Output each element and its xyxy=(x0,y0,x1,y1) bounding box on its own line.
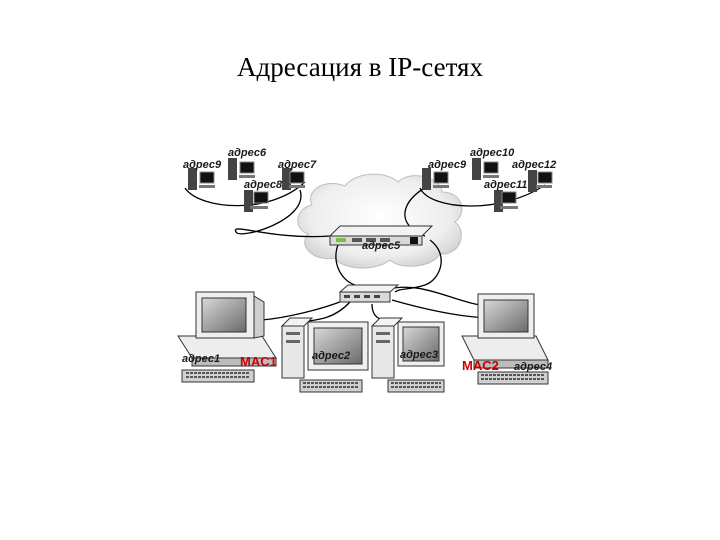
label-address-9-left: адрес9 xyxy=(183,159,222,171)
desktop-computer-icon xyxy=(461,293,549,385)
label-router-address: адрес5 xyxy=(362,240,401,252)
label-pc4-address: адрес4 xyxy=(514,361,552,373)
tower-computer-icon xyxy=(280,317,369,393)
label-address-6: адрес6 xyxy=(228,147,267,159)
workstation-icon xyxy=(494,190,518,212)
label-mac-2: MAC2 xyxy=(462,358,499,373)
label-address-10: адрес10 xyxy=(470,147,515,159)
label-pc2-address: адрес2 xyxy=(312,350,350,362)
label-address-9-right: адрес9 xyxy=(428,159,467,171)
label-pc3-address: адрес3 xyxy=(400,349,438,361)
cloud-shape xyxy=(297,173,463,269)
page-title: Адресация в IP-сетях xyxy=(237,52,483,82)
workstation-icon xyxy=(244,190,269,212)
label-address-11: адрес11 xyxy=(484,179,527,191)
label-address-7: адрес7 xyxy=(278,159,317,171)
router-icon xyxy=(328,225,434,246)
workstation-icon xyxy=(472,158,499,180)
workstation-icon xyxy=(228,158,255,180)
workstation-icon xyxy=(422,168,449,190)
label-mac-1: MAC1 xyxy=(240,354,277,369)
label-address-12: адрес12 xyxy=(512,159,556,171)
desktop-computer-icon xyxy=(177,291,277,383)
label-pc1-address: адрес1 xyxy=(182,353,220,365)
hub-icon xyxy=(338,284,400,303)
label-address-8: адрес8 xyxy=(244,179,283,191)
tower-computer-icon xyxy=(370,317,445,393)
workstation-icon xyxy=(528,170,553,192)
workstation-icon xyxy=(282,168,305,190)
workstation-icon xyxy=(188,168,215,190)
